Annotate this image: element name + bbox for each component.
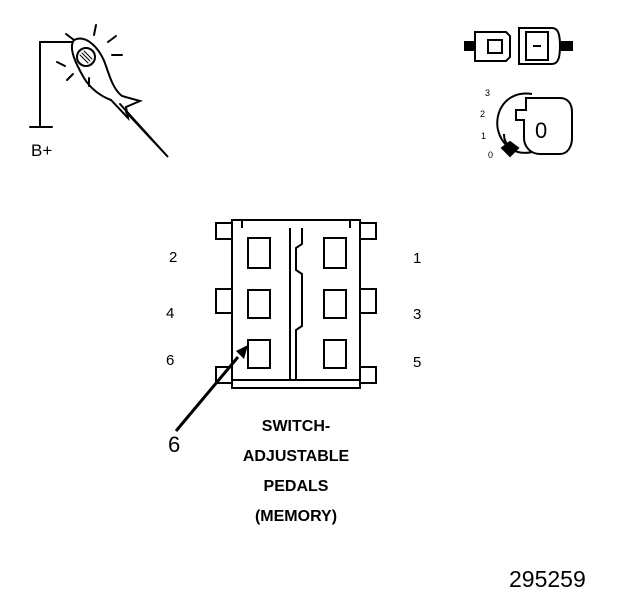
cavity-5 — [323, 339, 347, 369]
caption-line: (MEMORY) — [254, 508, 338, 525]
ignition-position-0: 0 — [488, 150, 494, 160]
caption-line: ADJUSTABLE — [242, 448, 350, 465]
b-plus-label: B+ — [31, 141, 53, 160]
pin-label-1: 1 — [413, 250, 422, 267]
pin-label-2: 2 — [169, 249, 178, 266]
cavity-1 — [323, 237, 347, 269]
caption-line: SWITCH- — [261, 418, 331, 435]
connector-face — [215, 219, 377, 389]
test-light-probe-icon — [29, 24, 169, 158]
callout-number: 6 — [168, 432, 181, 457]
connector-disconnected-icon — [464, 27, 573, 65]
key-position-label: 0 — [535, 118, 548, 143]
figure-number: 295259 — [509, 566, 586, 592]
ignition-key-icon — [496, 92, 573, 158]
ignition-position-3: 3 — [485, 88, 491, 98]
cavity-6 — [247, 339, 271, 369]
cavity-2 — [247, 237, 271, 269]
ignition-position-1: 1 — [481, 131, 487, 141]
caption-line: PEDALS — [263, 478, 329, 495]
component-caption: SWITCH- ADJUSTABLE PEDALS (MEMORY) — [196, 412, 396, 532]
pin-label-4: 4 — [166, 305, 175, 322]
pin-label-3: 3 — [413, 306, 422, 323]
pin-label-6: 6 — [166, 352, 175, 369]
cavity-4 — [247, 289, 271, 319]
cavity-3 — [323, 289, 347, 319]
pin-label-5: 5 — [413, 354, 422, 371]
callout-arrow — [174, 345, 248, 432]
ignition-position-2: 2 — [480, 109, 486, 119]
